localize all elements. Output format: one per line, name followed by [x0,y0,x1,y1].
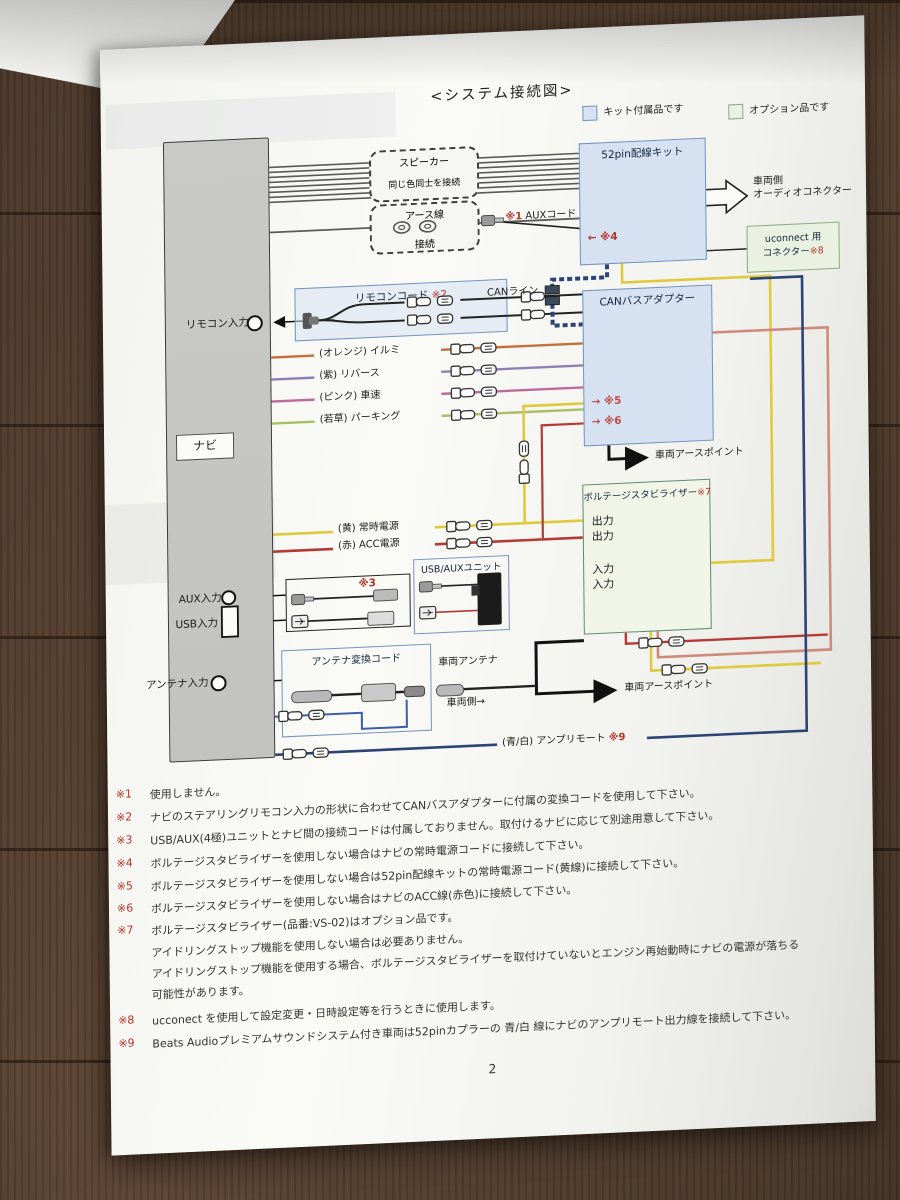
footnotes: ※1 使用しません。 ※2 ナビのステアリングリモコン入力の形状に合わせてCAN… [116,754,858,1058]
note-ref: ※1 [115,787,133,802]
aux-usb-cord-glyphs [291,588,399,629]
amp-remote-wire [275,275,809,757]
salmon-loop-wire [656,325,833,659]
note-ref: ※9 [118,1036,135,1051]
remote-cord-glyphs [302,295,508,329]
amp-remote-ref: ※9 [608,731,626,744]
red-tap-wire [540,422,584,540]
earth-arrow-2 [534,639,618,704]
vehicle-antenna-wire [462,684,537,691]
yellow-tap-wire [522,402,584,524]
legend-kit-swatch [582,105,598,122]
aux-input-label: AUX入力 [178,592,222,607]
note-ref: ※6 [116,901,134,916]
note-ref: ※4 [116,856,133,871]
earth-arrow-1 [607,445,649,471]
can-twisted-pair [550,264,610,328]
ref4-label: ← ※4 [587,230,618,245]
note-text: 可能性があります。 [151,984,250,1002]
note-ref: ※5 [116,879,134,894]
antenna-cord-glyphs [274,682,426,730]
page-number: 2 [488,1061,497,1077]
remote-input-port [246,315,263,332]
vehicle-antenna-connector [436,683,465,697]
note-ref: ※8 [118,1013,135,1028]
note-ref: ※3 [116,833,133,848]
red-bottom-wire [624,632,828,646]
glyph-layer [210,214,508,730]
usb-input-port [220,605,239,639]
usb-aux-unit-glyphs [418,572,502,626]
aux-input-port [221,590,237,606]
ref3-label: ※3 [358,577,377,590]
uconnect-link [704,248,747,252]
note-text: 使用しません。 [149,785,227,802]
vehicle-audio-connector-label: 車両側 オーディオコネクター [752,175,853,201]
note-ref: ※7 [117,923,134,938]
aux-cord-wire [501,221,580,230]
note-ref: ※2 [115,810,133,825]
antenna-input-port [210,675,227,692]
vehicle-side-label: 車両側→ [446,696,486,709]
document-page: ナビ スピーカー 同じ色同士を接続 アース線 接続 52pin配線キット uco… [100,15,876,1156]
ref5-label: → ※5 [591,394,622,409]
ref6-label: → ※6 [591,414,622,429]
usb-input-label: USB入力 [175,617,219,632]
stabilizer-input2: 入力 [592,577,615,592]
stabilizer-output2: 出力 [591,529,614,544]
legend-option-swatch [728,103,744,120]
yellow-loop-wire [620,263,775,565]
navi-label: ナビ [175,432,235,461]
aux-cord-ref: ※1 [505,211,523,223]
